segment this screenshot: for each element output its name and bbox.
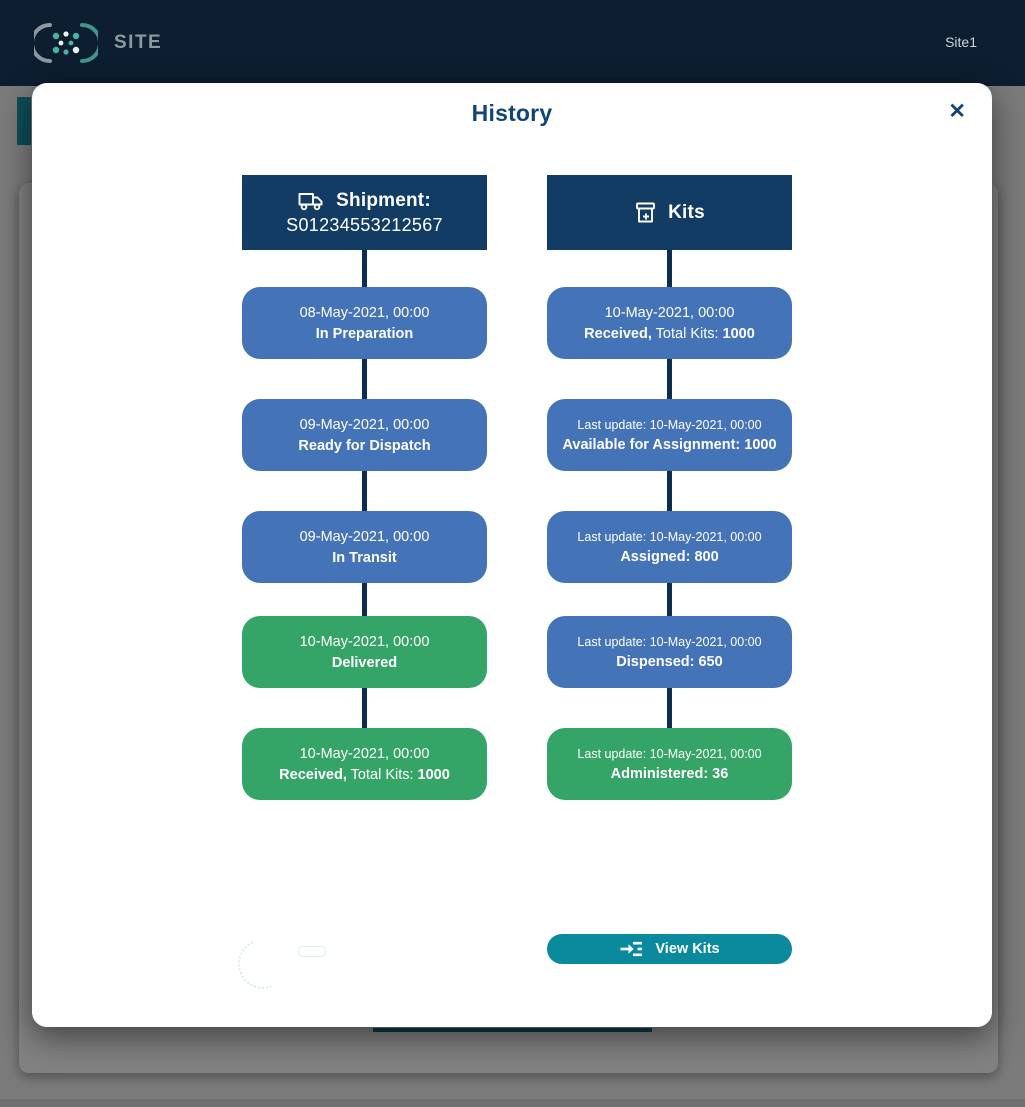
- shipment-header: Shipment: S01234553212567: [242, 175, 487, 250]
- shipment-connector-line: [362, 212, 367, 750]
- history-modal: History ✕ Shipment: S01234553212567 08-May…: [32, 83, 992, 1027]
- event-status: Available for Assignment: 1000: [562, 436, 777, 453]
- event-timestamp: 08-May-2021, 00:00: [299, 304, 430, 321]
- kit-box-icon: [634, 201, 657, 225]
- loading-spinner-ghost: [229, 930, 297, 998]
- close-icon[interactable]: ✕: [944, 97, 970, 126]
- event-status: Ready for Dispatch: [298, 437, 431, 454]
- view-kits-button[interactable]: View Kits: [547, 934, 792, 964]
- network-logo-icon: [34, 21, 98, 65]
- enter-list-icon: [619, 941, 643, 957]
- event-status: Administered: 36: [610, 765, 729, 782]
- app-header: SITE Site1: [0, 0, 1025, 86]
- truck-icon: [298, 191, 325, 211]
- event-timestamp: Last update: 10-May-2021, 00:00: [577, 746, 762, 761]
- event-timestamp: 09-May-2021, 00:00: [299, 528, 430, 545]
- event-timestamp: 10-May-2021, 00:00: [299, 745, 430, 762]
- shipment-header-subtitle: S01234553212567: [286, 214, 443, 235]
- brand-title: SITE: [114, 32, 163, 53]
- event-timestamp: 10-May-2021, 00:00: [299, 633, 430, 650]
- background-dialog-edge: [373, 1028, 652, 1032]
- kits-header: Kits: [547, 175, 792, 250]
- page-bottom-shade: [0, 1099, 1025, 1107]
- event-timestamp: 09-May-2021, 00:00: [299, 416, 430, 433]
- ghost-button-remnant: [298, 946, 326, 957]
- event-timestamp: Last update: 10-May-2021, 00:00: [577, 417, 762, 432]
- event-timestamp: Last update: 10-May-2021, 00:00: [577, 529, 762, 544]
- current-site-label: Site1: [945, 34, 977, 50]
- event-status: Assigned: 800: [620, 548, 719, 565]
- shipment-timeline: Shipment: S01234553212567 08-May-2021, 00:…: [242, 175, 487, 807]
- modal-title: History: [471, 100, 553, 126]
- shipment-timeline-event: 09-May-2021, 00:00 In Transit: [242, 511, 487, 583]
- event-timestamp: 10-May-2021, 00:00: [604, 304, 735, 321]
- event-status: In Preparation: [315, 325, 414, 342]
- event-status: Delivered: [331, 654, 398, 671]
- kits-connector-line: [667, 212, 672, 750]
- view-kits-label: View Kits: [655, 941, 720, 957]
- shipment-header-title: Shipment:: [336, 189, 431, 211]
- event-timestamp: Last update: 10-May-2021, 00:00: [577, 634, 762, 649]
- event-status: Received, Total Kits: 1000: [584, 325, 755, 342]
- shipment-timeline-event: 08-May-2021, 00:00 In Preparation: [242, 287, 487, 359]
- event-status: Received, Total Kits: 1000: [279, 766, 450, 783]
- event-status: In Transit: [332, 549, 397, 566]
- background-nav-tab: [17, 97, 31, 145]
- event-status: Dispensed: 650: [616, 653, 723, 670]
- kits-header-title: Kits: [668, 201, 705, 223]
